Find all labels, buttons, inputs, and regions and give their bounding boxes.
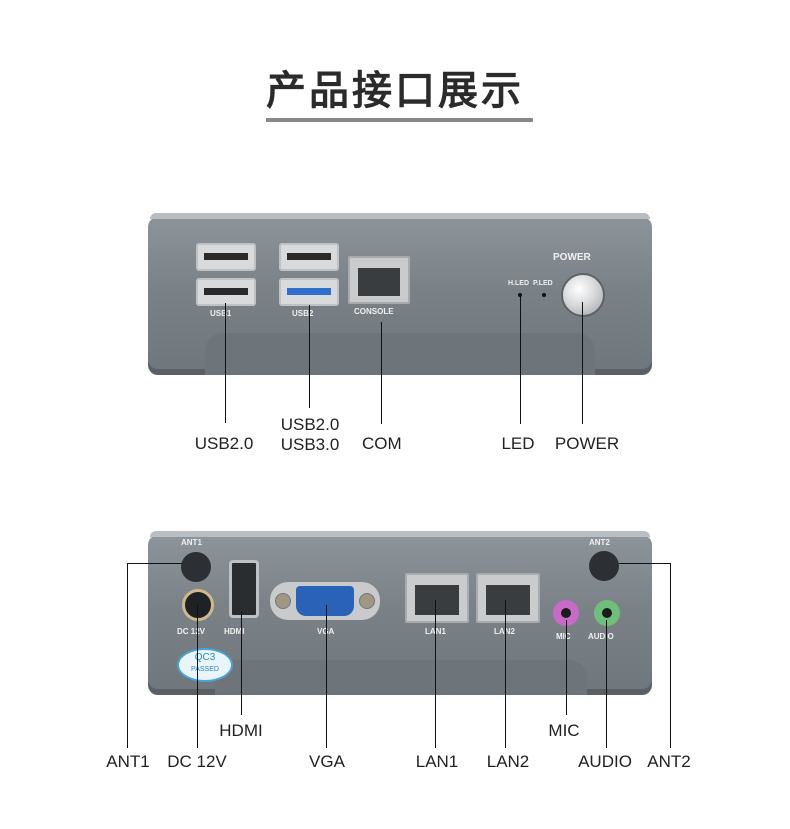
hled-indicator [518,293,522,297]
usb3-port [279,278,339,306]
qc-sticker-top: QC3 [194,652,216,663]
lan2-port [476,573,540,623]
usb1-bottom-port [196,278,256,306]
pled-indicator [542,293,546,297]
lan2-label: LAN2 [494,627,515,636]
console-port [348,256,410,304]
dc-label: DC 12V [177,627,206,636]
callout-mic: MIC [548,721,580,740]
pled-label: P.LED [533,280,553,287]
hdmi-label: HDMI [224,627,245,636]
vga-port [270,582,380,620]
power-label: POWER [553,252,591,263]
callout-lan1: LAN1 [415,752,459,771]
callout-usb20-b: USB2.0 [280,415,340,434]
mic-label: MIC [556,632,571,641]
callout-usb30: USB3.0 [280,435,340,454]
page-title: 产品接口展示 [266,68,524,114]
console-label: CONSOLE [354,307,394,316]
ant1-port [181,552,211,582]
usb2-label: USB2 [292,309,314,318]
usb1-top-port [196,243,256,271]
callout-led: LED [501,434,535,453]
power-button [561,273,605,317]
callout-ant2: ANT2 [647,752,691,771]
ant2-label: ANT2 [589,538,610,547]
usb1-label: USB1 [210,309,232,318]
callout-audio: AUDIO [578,752,632,771]
hled-label: H.LED [508,280,529,287]
dc-jack [182,589,214,621]
usb2-top-port [279,243,339,271]
lan1-port [405,573,469,623]
qc-passed-sticker: QC3 PASSED [177,648,233,682]
callout-power: POWER [554,434,620,453]
callout-vga: VGA [309,752,345,771]
callout-hdmi: HDMI [219,721,263,740]
ant2-port [589,551,619,581]
callout-ant1: ANT1 [106,752,150,771]
qc-sticker-bottom: PASSED [191,666,219,673]
audio-jack [594,600,620,626]
ant1-label: ANT1 [181,538,202,547]
vga-label: VGA [317,627,334,636]
title-underline [266,118,533,122]
callout-dc: DC 12V [167,752,227,771]
callout-lan2: LAN2 [486,752,530,771]
hdmi-port [229,560,259,618]
callout-usb20: USB2.0 [194,434,254,453]
audio-label: AUDIO [588,632,614,641]
callout-com: COM [362,434,402,453]
